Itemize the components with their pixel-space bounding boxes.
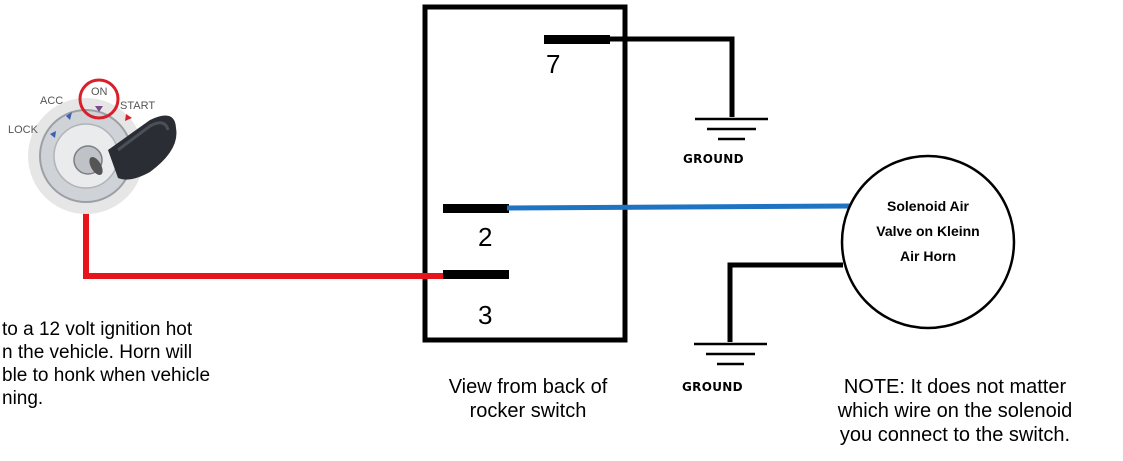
acc-marker-icon	[66, 112, 72, 120]
switch-caption-line-1: View from back of	[448, 376, 608, 398]
ignition-wire	[83, 212, 443, 279]
lock-marker-icon	[50, 131, 56, 138]
terminal-2	[443, 204, 509, 213]
solenoid-note-line-2: which wire on the solenoid	[837, 400, 1073, 422]
horn-line-1: Solenoid Air	[887, 198, 969, 214]
ground-label-top: GROUND	[683, 152, 744, 166]
ignition-note: to a 12 volt ignition hot n the vehicle.…	[2, 318, 292, 410]
horn-line-3: Air Horn	[900, 248, 956, 264]
ground-label-bottom: GROUND	[682, 380, 743, 394]
on-marker-icon	[95, 106, 103, 112]
ground-symbol-top	[695, 117, 768, 141]
horn-line-2: Valve on Kleinn	[876, 223, 980, 239]
ignition-note-line-2: n the vehicle. Horn will	[2, 342, 193, 363]
acc-label: ACC	[40, 95, 64, 107]
on-label: ON	[91, 86, 108, 98]
lock-label: LOCK	[8, 124, 38, 136]
switch-caption: View from back of rocker switch	[413, 375, 643, 423]
ground-wire-top	[600, 36, 735, 117]
ignition-note-line-1: to a 12 volt ignition hot	[2, 319, 193, 340]
pin-7-label: 7	[546, 49, 561, 79]
start-label: START	[120, 100, 156, 112]
terminal-7	[544, 35, 610, 44]
rocker-switch-body	[422, 4, 628, 343]
ignition-switch	[28, 78, 177, 214]
ignition-note-line-3: ble to honk when vehicle	[2, 365, 211, 386]
switch-caption-line-2: rocker switch	[469, 400, 587, 422]
ground-wire-horn	[727, 262, 843, 342]
ignition-note-line-4: ning.	[2, 388, 44, 409]
on-highlight-circle	[78, 78, 120, 120]
ground-symbol-bottom	[694, 342, 767, 366]
horn-wire	[506, 203, 851, 211]
horn-text: Solenoid Air Valve on Kleinn Air Horn	[843, 194, 1013, 269]
solenoid-note: NOTE: It does not matter which wire on t…	[790, 375, 1120, 447]
pin-2-label: 2	[478, 222, 493, 252]
solenoid-note-line-1: NOTE: It does not matter	[843, 376, 1067, 398]
pin-3-label: 3	[478, 300, 493, 330]
solenoid-note-line-3: you connect to the switch.	[839, 424, 1071, 446]
terminal-3	[443, 270, 509, 279]
horn-circle	[840, 154, 1016, 330]
start-marker-icon	[125, 114, 132, 121]
